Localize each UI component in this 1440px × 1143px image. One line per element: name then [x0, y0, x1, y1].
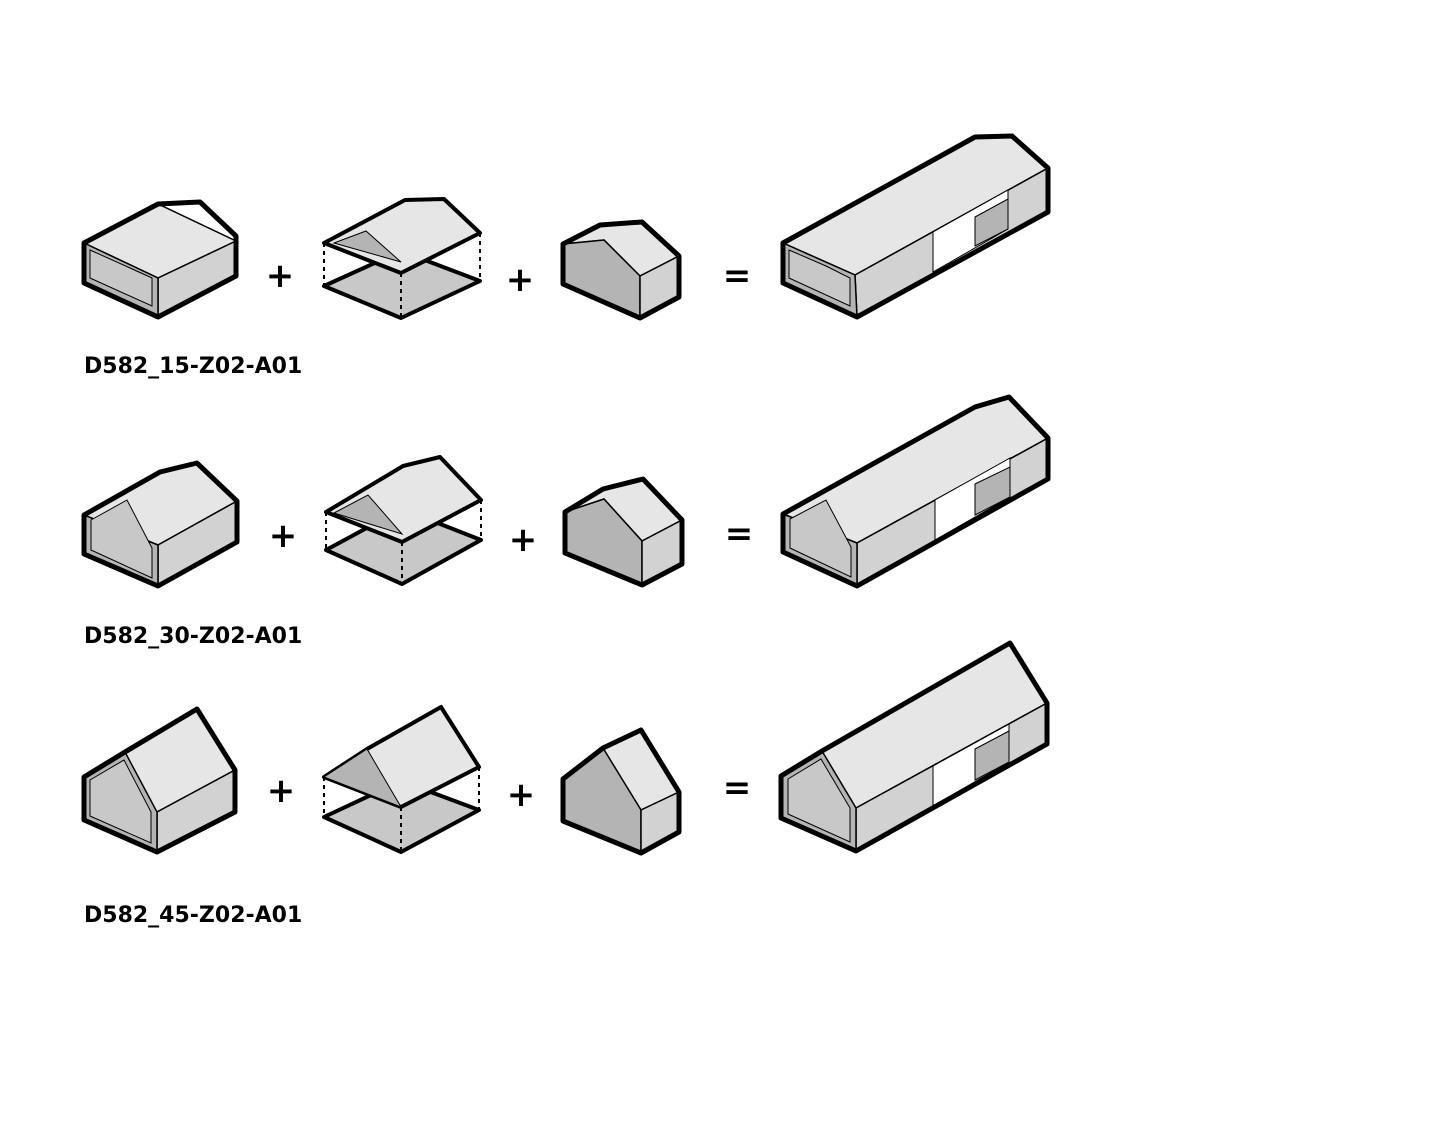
- assembled-house-shape: [780, 394, 1051, 589]
- assembled-house-shape: [780, 133, 1051, 320]
- operator-plus: +: [266, 256, 295, 296]
- house-module-shape: [81, 706, 238, 855]
- roof-and-floor-shape: [322, 197, 482, 320]
- gable-end-shape: [562, 476, 685, 588]
- row-label: D582_45-Z02-A01: [84, 903, 302, 928]
- assembled-house-shape: [778, 640, 1050, 854]
- operator-equals: =: [723, 768, 752, 808]
- roof-and-floor-shape: [324, 455, 483, 586]
- operator-plus: +: [267, 771, 296, 811]
- gable-end-shape: [560, 727, 682, 856]
- row-3: + + = D582_45-Z02-A01: [81, 640, 1050, 928]
- row-2: + + = D582_30-Z02-A01: [81, 394, 1051, 649]
- operator-plus: +: [269, 516, 298, 556]
- roof-and-floor-shape: [322, 705, 481, 854]
- operator-plus: +: [506, 260, 535, 300]
- row-label: D582_15-Z02-A01: [84, 354, 302, 379]
- operator-equals: =: [723, 256, 752, 296]
- operator-equals: =: [725, 514, 754, 554]
- row-1: + + = D582_15-Z02-A0: [81, 133, 1051, 379]
- gable-end-shape: [560, 219, 682, 321]
- house-module-shape: [81, 199, 239, 320]
- operator-plus: +: [509, 520, 538, 560]
- operator-plus: +: [507, 775, 536, 815]
- row-label: D582_30-Z02-A01: [84, 624, 302, 649]
- house-module-shape: [81, 460, 240, 589]
